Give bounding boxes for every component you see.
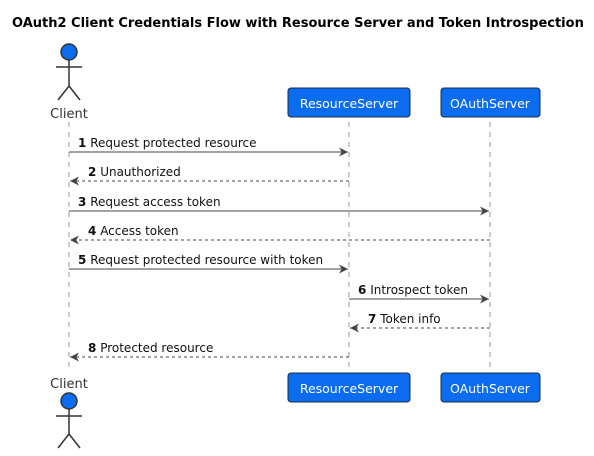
participant-resource-server-bottom-label: ResourceServer — [300, 381, 399, 396]
message-3-text: Request access token — [90, 195, 220, 209]
message-8-label: 8 Protected resource — [88, 341, 213, 355]
message-2-text: Unauthorized — [100, 165, 181, 179]
message-1-number: 1 — [78, 136, 86, 150]
message-1-label: 1 Request protected resource — [78, 136, 256, 150]
message-list: 1 Request protected resource 2 Unauthoriz… — [69, 136, 490, 362]
message-4-number: 4 — [88, 224, 96, 238]
actor-client-bottom-label: Client — [50, 377, 88, 392]
message-5-label: 5 Request protected resource with token — [78, 253, 323, 267]
message-6-number: 6 — [358, 283, 366, 297]
message-4-text: Access token — [100, 224, 178, 238]
message-1-text: Request protected resource — [90, 136, 256, 150]
message-2-number: 2 — [88, 165, 96, 179]
participant-oauth-server-top-box — [440, 87, 541, 118]
message-3-label: 3 Request access token — [78, 195, 221, 209]
participant-resource-server-top: ResourceServer — [287, 87, 411, 118]
participant-resource-server-top-box — [287, 87, 411, 118]
message-6-label: 6 Introspect token — [358, 283, 468, 297]
participant-oauth-server-bottom-box — [440, 372, 541, 403]
message-8-text: Protected resource — [100, 341, 213, 355]
participant-resource-server-bottom: ResourceServer — [287, 372, 411, 403]
message-8-number: 8 — [88, 341, 96, 355]
message-7-label: 7 Token info — [368, 312, 441, 326]
actor-client-top: Client — [50, 43, 88, 122]
participant-resource-server-top-label: ResourceServer — [300, 96, 399, 111]
actor-client-bottom: Client — [50, 377, 88, 449]
participant-oauth-server-top-label: OAuthServer — [450, 96, 531, 111]
participant-oauth-server-top: OAuthServer — [440, 87, 541, 118]
participant-oauth-server-bottom: OAuthServer — [440, 372, 541, 403]
message-6-text: Introspect token — [370, 283, 468, 297]
message-5-number: 5 — [78, 253, 86, 267]
actor-client-bottom-icon — [56, 392, 82, 449]
message-7-text: Token info — [379, 312, 440, 326]
message-5-text: Request protected resource with token — [90, 253, 323, 267]
message-7-number: 7 — [368, 312, 376, 326]
actor-client-top-icon — [56, 43, 82, 101]
participant-resource-server-bottom-box — [287, 372, 411, 403]
message-3-number: 3 — [78, 195, 86, 209]
actor-client-top-label: Client — [50, 107, 88, 122]
participant-oauth-server-bottom-label: OAuthServer — [450, 381, 531, 396]
message-2-label: 2 Unauthorized — [88, 165, 181, 179]
diagram-title: OAuth2 Client Credentials Flow with Reso… — [12, 16, 584, 31]
message-4-label: 4 Access token — [88, 224, 179, 238]
